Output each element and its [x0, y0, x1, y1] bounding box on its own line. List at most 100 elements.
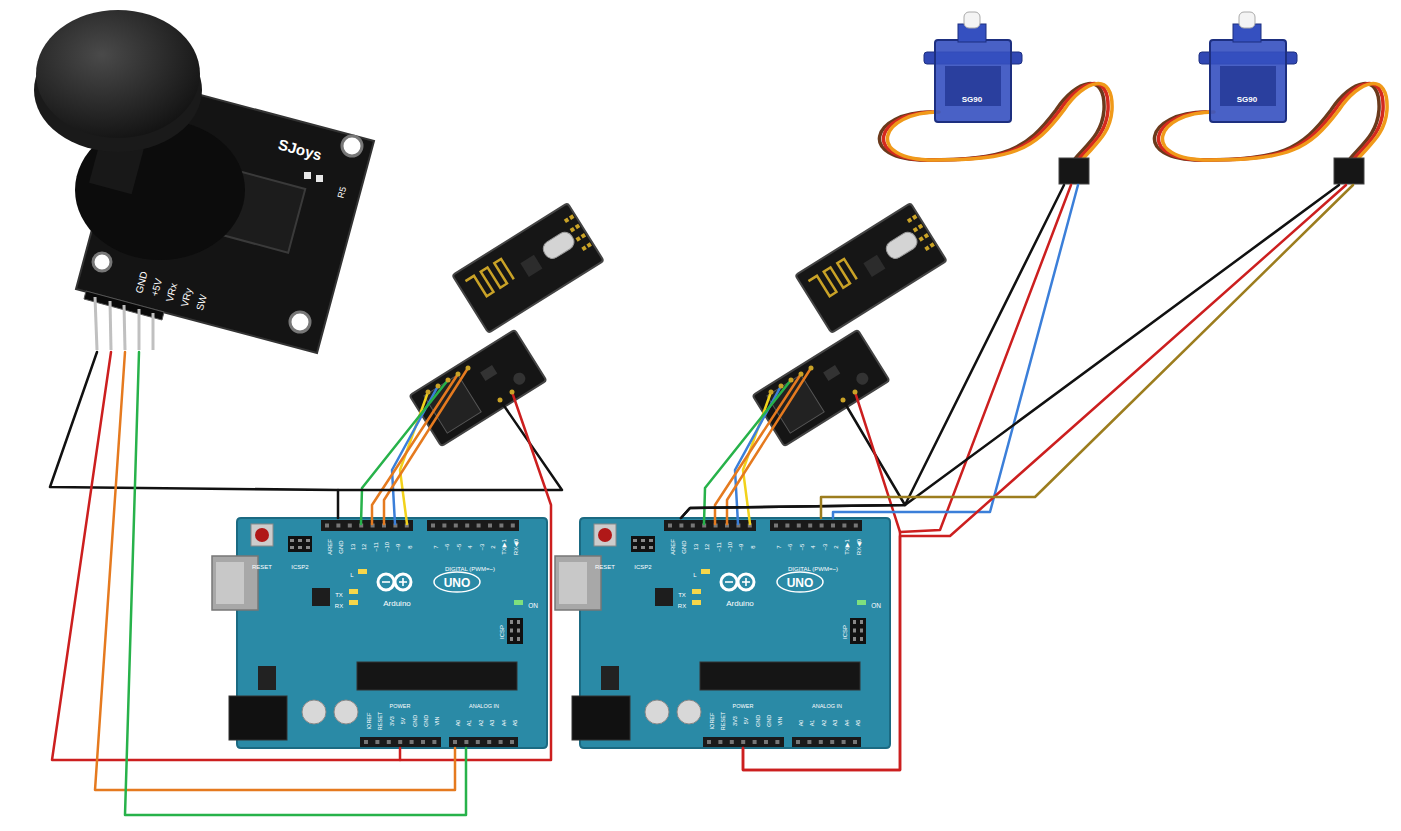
board-label: A0 [456, 720, 462, 727]
usb-chip [312, 588, 330, 606]
pin-label: VRy [180, 287, 195, 308]
board-label: ON [871, 603, 881, 610]
board-label: 12 [704, 544, 710, 551]
module-label: SJoys [277, 137, 324, 163]
board-model: UNO [787, 577, 814, 589]
pcb-antenna [465, 259, 513, 302]
capacitor [334, 700, 358, 724]
board-label: 5V [744, 718, 750, 725]
crystal [540, 229, 577, 261]
servo-connector [1059, 158, 1089, 184]
led [349, 589, 358, 594]
header-pin [124, 305, 125, 350]
servo-motor: SG90 [858, 8, 1114, 185]
board-label: GND [767, 715, 773, 727]
digital-header [321, 520, 413, 531]
board-label: POWER [390, 704, 411, 710]
header-pins [364, 740, 441, 744]
sg90-servo [879, 12, 1112, 184]
board-label: TX▶1 [501, 539, 507, 555]
led [358, 569, 367, 574]
jumper-wire [821, 185, 1353, 518]
servo-body [935, 40, 1011, 122]
mounting-hole [342, 136, 362, 156]
board-label: TX▶1 [844, 539, 850, 555]
board-label: ~10 [384, 542, 390, 552]
board-label: A4 [845, 720, 851, 727]
board-label: ~5 [456, 544, 462, 551]
board-label: 2 [490, 545, 496, 548]
board-label: GND [756, 715, 762, 727]
board-label: A2 [822, 720, 828, 727]
rf-chip [520, 255, 542, 277]
board-label: VIN [778, 716, 784, 725]
pin-dot [466, 366, 471, 371]
board-label: TX [335, 592, 343, 598]
board-brand: Arduino [383, 600, 411, 608]
power-header [360, 737, 441, 747]
board-label: 13 [350, 544, 356, 551]
wire [400, 392, 551, 760]
board-label: AREF [327, 539, 333, 555]
board-label: L [350, 572, 353, 578]
board-label: 4 [810, 545, 816, 548]
digital-header [427, 520, 519, 531]
board-label: ~11 [716, 542, 722, 552]
board-label: ~9 [738, 544, 744, 551]
pin-dot [853, 390, 858, 395]
usb-port [212, 556, 258, 610]
board-label: ANALOG IN [812, 704, 842, 710]
board-label: RX◀0 [513, 539, 519, 555]
board-label: 8 [407, 545, 413, 548]
model-label: SG90 [1237, 96, 1257, 104]
board-label: GND [681, 540, 687, 553]
board-label: A1 [467, 720, 473, 727]
board-label: POWER [733, 704, 754, 710]
board-label: ~3 [822, 544, 828, 551]
board-label: 3V3 [733, 716, 739, 726]
board-label: 4 [467, 545, 473, 548]
wire [392, 386, 438, 524]
wire [384, 368, 468, 524]
board-label: VIN [435, 716, 441, 725]
wire [338, 400, 562, 490]
board-label: GND [338, 540, 344, 553]
board-label: GND [413, 715, 419, 727]
jumper-wire [95, 352, 455, 790]
board-label: 12 [361, 544, 367, 551]
board-label: 7 [776, 545, 782, 548]
servo-sticker [945, 66, 1001, 106]
header-pins [510, 620, 513, 642]
board-label: ~3 [479, 544, 485, 551]
usb-port-face [216, 562, 244, 604]
jumper-wire [743, 185, 1071, 770]
board-label: DIGITAL (PWM=~) [445, 566, 495, 572]
board-label: ~9 [395, 544, 401, 551]
joystick-module [34, 10, 374, 353]
board-label: ~11 [373, 542, 379, 552]
header-pins [431, 524, 517, 528]
reset-button [251, 524, 273, 546]
voltage-regulator [258, 666, 276, 690]
header-pins [517, 620, 520, 642]
board-label: RESET [378, 712, 384, 730]
board-label: IOREF [710, 713, 716, 730]
signal-wires [704, 366, 814, 525]
model-oval [434, 572, 480, 592]
pin-dot [498, 398, 503, 403]
board-label: A4 [502, 720, 508, 727]
board-model: UNO [444, 577, 471, 589]
joystick-module: SJoys [40, 6, 380, 352]
board-label: A1 [810, 720, 816, 727]
power-wires [338, 390, 905, 761]
header-pin [110, 301, 111, 350]
jumper-wire [681, 185, 1339, 518]
logo-loop [378, 574, 394, 590]
board-label: ~6 [444, 544, 450, 551]
board-label: AREF [670, 539, 676, 555]
header-pin [138, 309, 141, 350]
board-label: ICSP2 [634, 564, 651, 570]
board-label: 7 [433, 545, 439, 548]
servo-horn [964, 12, 980, 28]
board-label: A2 [479, 720, 485, 727]
